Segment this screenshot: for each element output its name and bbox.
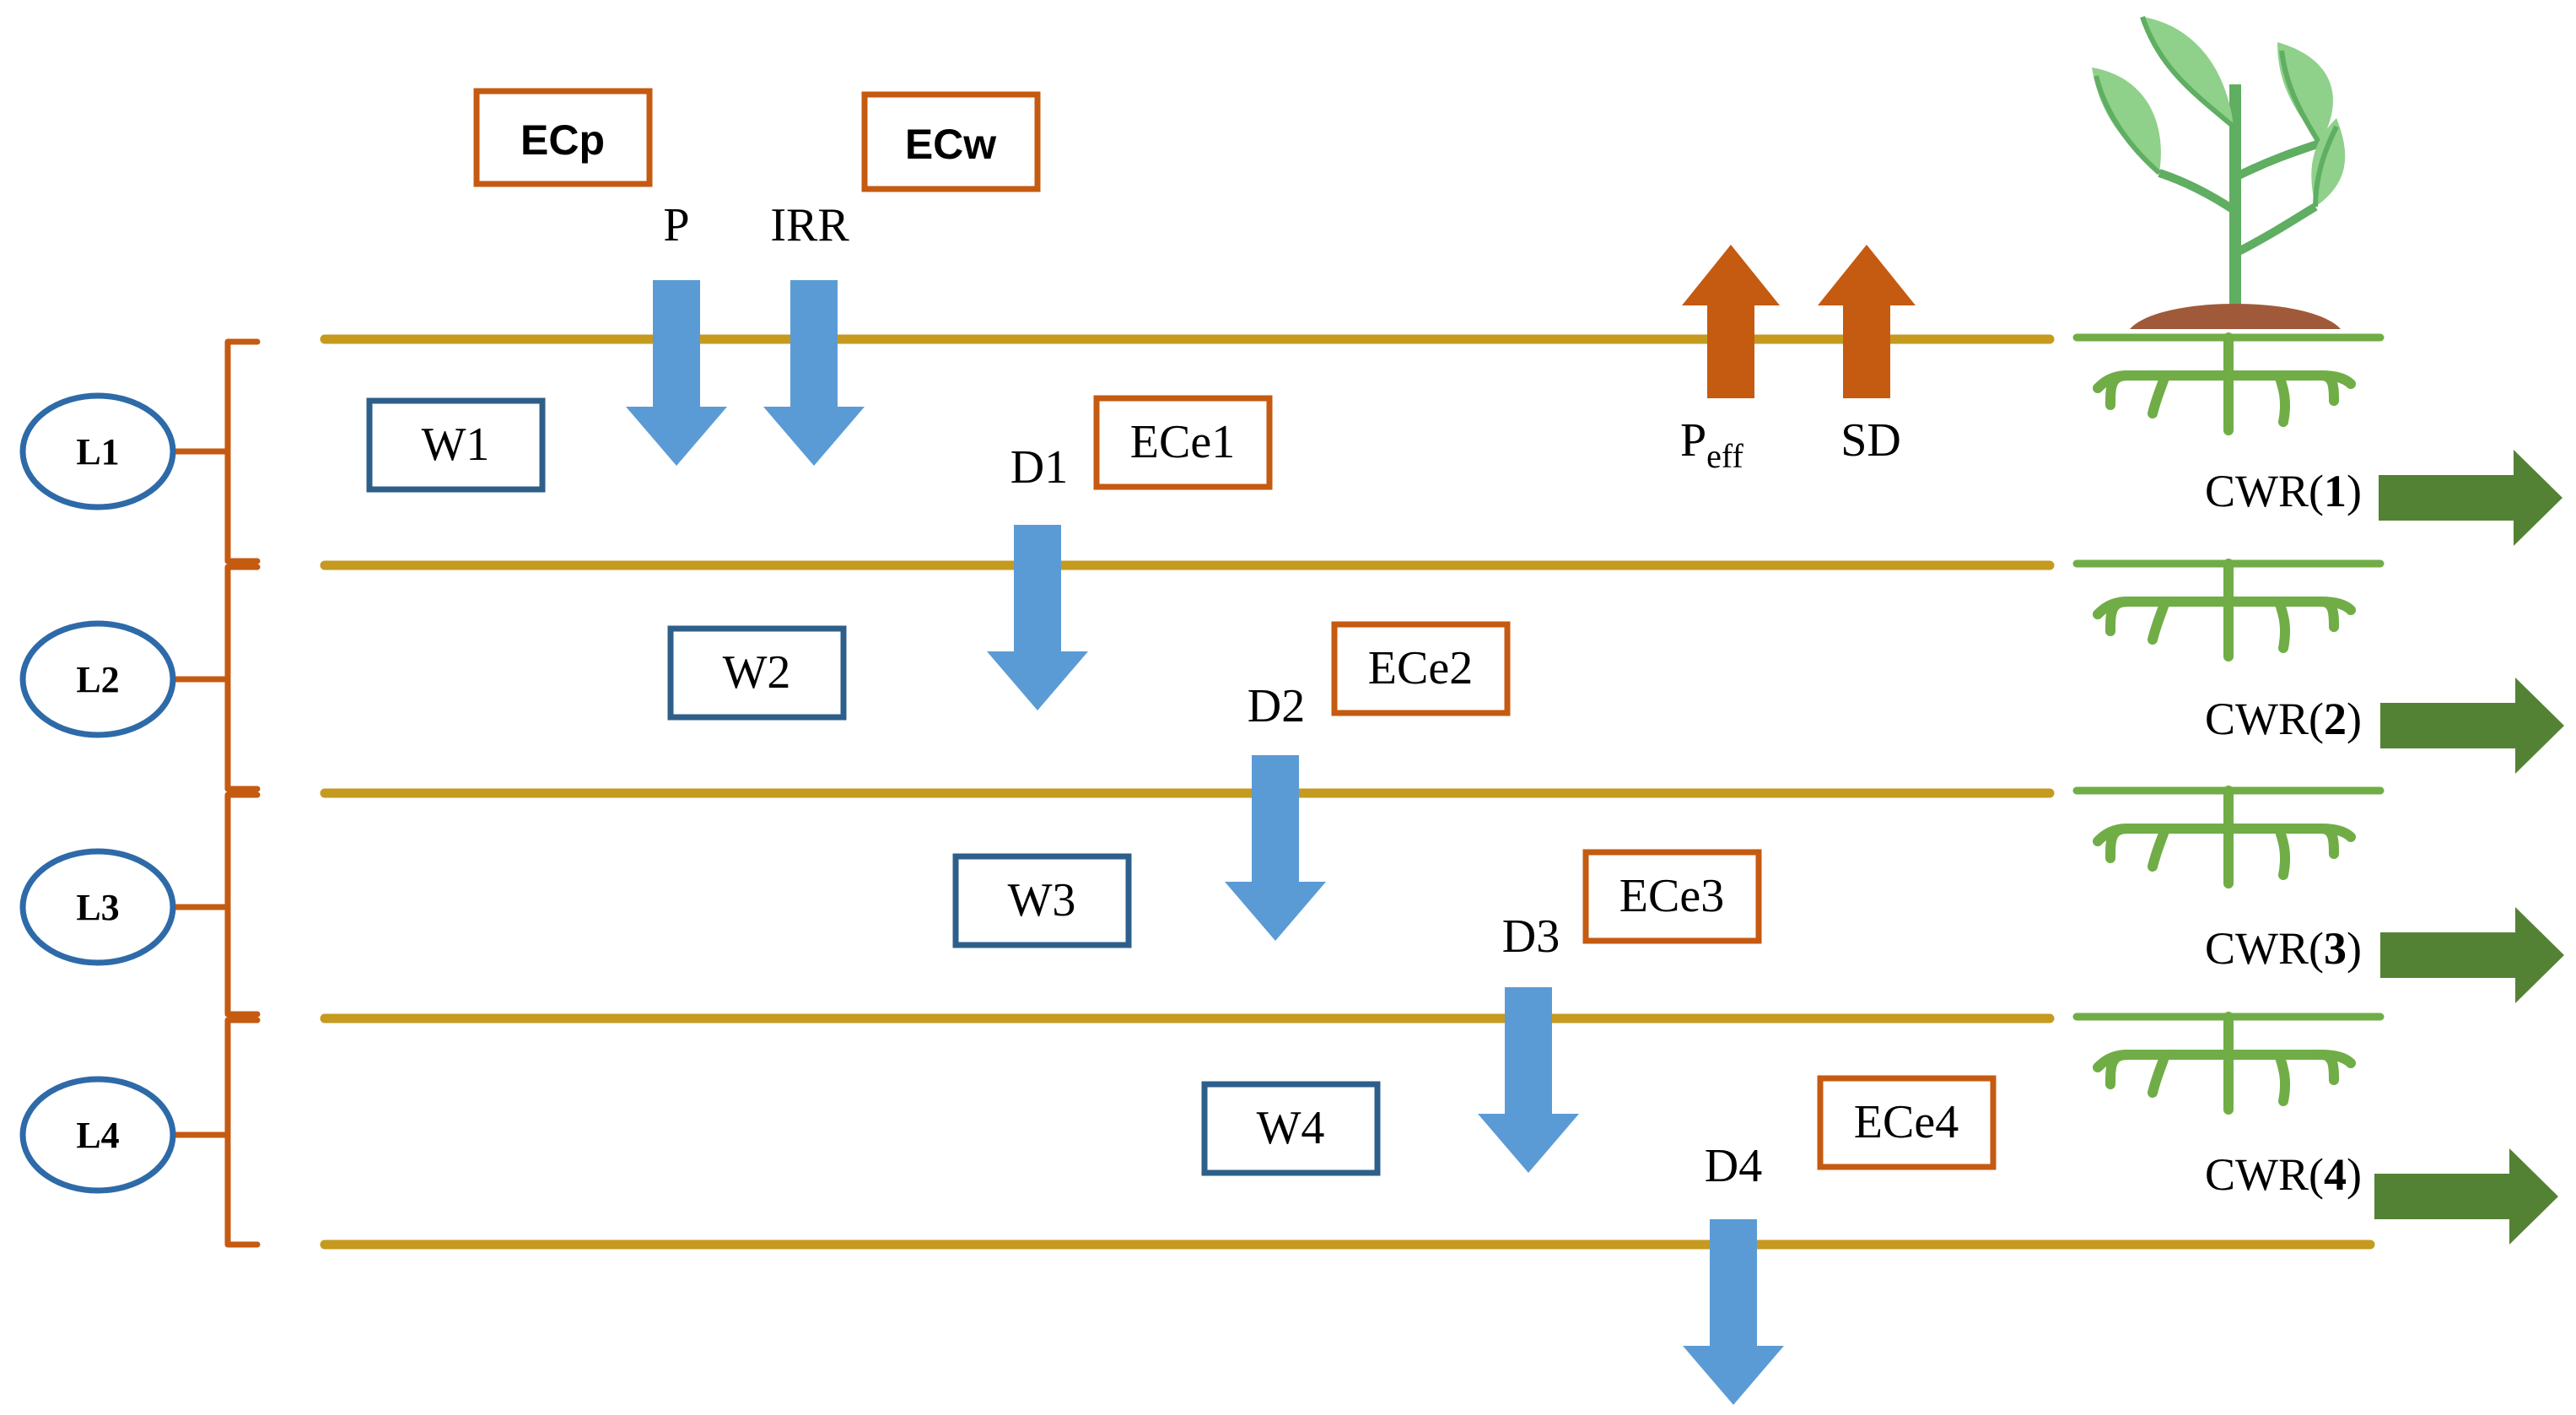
drainage-label-d1: D1 [1010,441,1068,494]
layer-label-l2: L2 [19,620,176,738]
brace-l2 [170,564,261,792]
ece-label: ECe1 [1130,416,1235,468]
water-label: W2 [723,646,791,699]
drainage-label-d4: D4 [1705,1140,1762,1192]
cwr-label-2: CWR(2) [2205,694,2362,744]
water-box-w1: W1 [366,397,546,493]
ece-label: ECe2 [1368,642,1473,694]
water-box-w4: W4 [1201,1081,1381,1176]
brace-l3 [170,791,261,1018]
cwr-arrow-1 [2379,450,2563,546]
ecp-box: ECp [473,88,653,187]
surface-drainage-arrow [1818,245,1916,398]
cwr-arrow-3 [2380,907,2564,1003]
ece-label: ECe3 [1619,870,1724,922]
water-label: W1 [422,419,490,471]
brace-l1 [170,338,261,564]
drainage-label-d2: D2 [1248,680,1305,732]
cwr-label-1: CWR(1) [2205,466,2362,516]
ecw-box: ECw [861,91,1041,192]
layer-braces [170,338,261,1248]
brace-l4 [170,1017,261,1248]
ecp-label: ECp [520,116,605,164]
ece-box-3: ECe3 [1582,849,1762,944]
precipitation-label: P [663,199,689,251]
layer-label-l4: L4 [19,1076,176,1194]
soil-layer-lines [320,334,2375,1250]
layer-label-text: L2 [76,659,119,700]
drainage-label-d3: D3 [1502,910,1560,963]
drainage-arrow-d1 [987,525,1088,710]
water-box-w3: W3 [952,853,1132,948]
ece-box-2: ECe2 [1331,621,1511,716]
cwr-arrow-4 [2374,1148,2558,1245]
effective-precipitation-arrow [1682,245,1780,398]
ece-box-1: ECe1 [1093,395,1273,490]
irrigation-label: IRR [770,199,849,251]
water-label: W3 [1008,874,1076,926]
layer-label-text: L3 [76,887,119,928]
plant-icon [2092,16,2346,329]
cwr-label-4: CWR(4) [2205,1149,2362,1200]
layer-label-l3: L3 [19,848,176,966]
precipitation-arrow [626,280,727,466]
drainage-arrow-d2 [1225,755,1326,941]
effective-precipitation-label: Peff [1680,414,1744,475]
layer-labels: L1 L2 L3 L4 [19,392,176,1194]
ecw-label: ECw [905,121,996,168]
layer-label-text: L4 [76,1115,119,1156]
layer-label-text: L1 [76,431,119,473]
water-label: W4 [1257,1102,1325,1154]
irrigation-arrow [763,280,865,466]
cwr-arrow-2 [2380,678,2564,774]
surface-drainage-label: SD [1840,414,1901,467]
cwr-label-3: CWR(3) [2205,923,2362,974]
ece-label: ECe4 [1854,1096,1959,1148]
water-box-w2: W2 [667,625,847,721]
ece-box-4: ECe4 [1817,1075,1997,1170]
layer-label-l1: L1 [19,392,176,510]
